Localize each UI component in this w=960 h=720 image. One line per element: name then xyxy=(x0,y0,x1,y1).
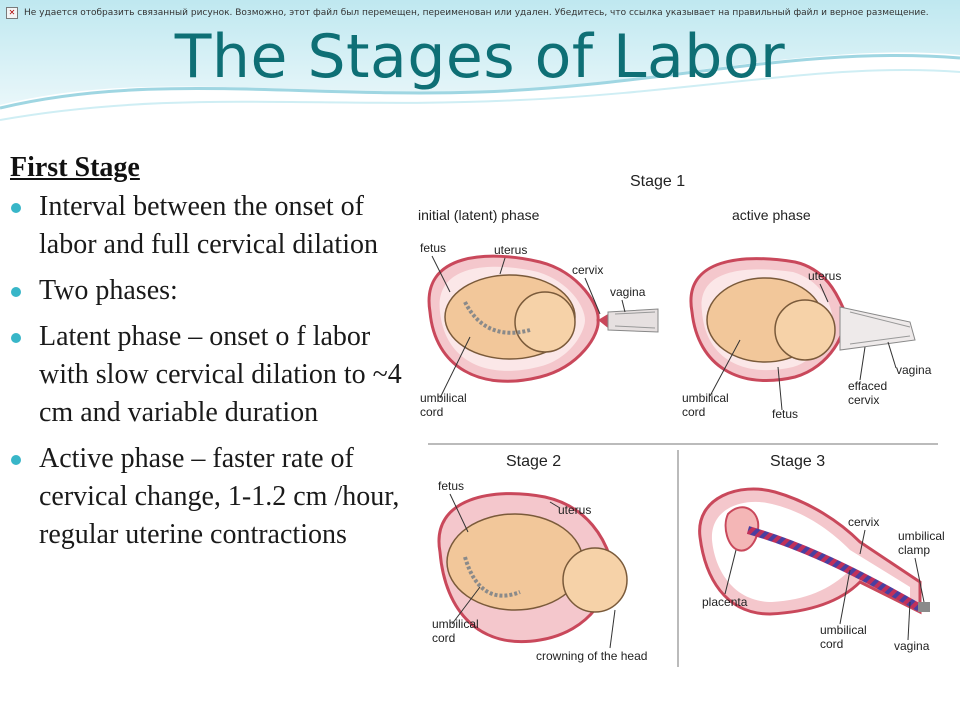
stage2-leader-lines xyxy=(449,493,616,649)
broken-image-notice: ✕ Не удается отобразить связанный рисуно… xyxy=(6,6,936,20)
uterus-label-stage2: uterus xyxy=(558,503,591,517)
section-heading: First Stage xyxy=(10,152,140,183)
stage3-title: Stage 3 xyxy=(770,453,825,470)
fetus-label: fetus xyxy=(420,241,446,255)
vagina-label: vagina xyxy=(610,285,646,299)
uterus-label: uterus xyxy=(494,243,527,257)
cervix-label: cervix xyxy=(572,263,603,277)
umbilical-label: umbilical xyxy=(420,391,467,405)
active-leader-lines xyxy=(709,283,897,411)
cervix-label-stage3: cervix xyxy=(848,515,879,529)
bullet-text: Active phase – faster rate of cervical c… xyxy=(39,443,400,550)
bullet-icon xyxy=(11,203,21,213)
cervix-label-active: cervix xyxy=(848,393,879,407)
vagina-label-active: vagina xyxy=(896,363,932,377)
umbilical-label-active: umbilical xyxy=(682,391,729,405)
crowning-label: crowning of the head xyxy=(536,649,647,663)
list-item: Two phases: xyxy=(10,272,420,310)
latent-leader-lines xyxy=(431,255,626,399)
stage2-title: Stage 2 xyxy=(506,453,561,470)
umbilical-label-stage2: umbilical xyxy=(432,617,479,631)
page-title: The Stages of Labor xyxy=(174,22,786,92)
bullet-text: Latent phase – onset o f labor with slow… xyxy=(39,321,402,428)
clamp-label: clamp xyxy=(898,543,930,557)
list-item: Active phase – faster rate of cervical c… xyxy=(10,440,420,554)
slide-text: First Stage Interval between the onset o… xyxy=(10,152,420,562)
vagina-label-stage3: vagina xyxy=(894,639,930,653)
labor-stages-diagram: Stage 1 initial (latent) phase active ph… xyxy=(410,162,950,670)
stage3-leader-lines xyxy=(724,529,925,641)
active-phase-illustration xyxy=(689,257,916,382)
bullet-icon xyxy=(11,333,21,343)
latent-phase-illustration xyxy=(427,254,659,383)
cord-label-stage3: cord xyxy=(820,637,843,651)
bullet-text: Interval between the onset of labor and … xyxy=(39,191,378,260)
list-item: Latent phase – onset o f labor with slow… xyxy=(10,318,420,432)
stage3-illustration xyxy=(698,487,930,616)
uterus-label-active: uterus xyxy=(808,269,841,283)
header-wave-background xyxy=(0,0,960,140)
cord-label-stage2: cord xyxy=(432,631,455,645)
cord-label: cord xyxy=(420,405,443,419)
fetus-label-stage2: fetus xyxy=(438,479,464,493)
fetus-label-active: fetus xyxy=(772,407,798,421)
cord-label-active: cord xyxy=(682,405,705,419)
stage1-title: Stage 1 xyxy=(630,173,685,190)
stage2-illustration xyxy=(437,492,628,643)
broken-image-icon: ✕ xyxy=(6,7,18,19)
placenta-label: placenta xyxy=(702,595,748,609)
bullet-list: Interval between the onset of labor and … xyxy=(10,188,420,554)
active-phase-label: active phase xyxy=(732,207,811,223)
bullet-icon xyxy=(11,455,21,465)
latent-phase-label: initial (latent) phase xyxy=(418,207,540,223)
umbilical-label-stage3-clamp: umbilical xyxy=(898,529,945,543)
list-item: Interval between the onset of labor and … xyxy=(10,188,420,264)
bullet-icon xyxy=(11,287,21,297)
bullet-text: Two phases: xyxy=(39,275,178,306)
broken-image-message: Не удается отобразить связанный рисунок.… xyxy=(24,8,929,18)
umbilical-label-stage3: umbilical xyxy=(820,623,867,637)
effaced-label: effaced xyxy=(848,379,887,393)
